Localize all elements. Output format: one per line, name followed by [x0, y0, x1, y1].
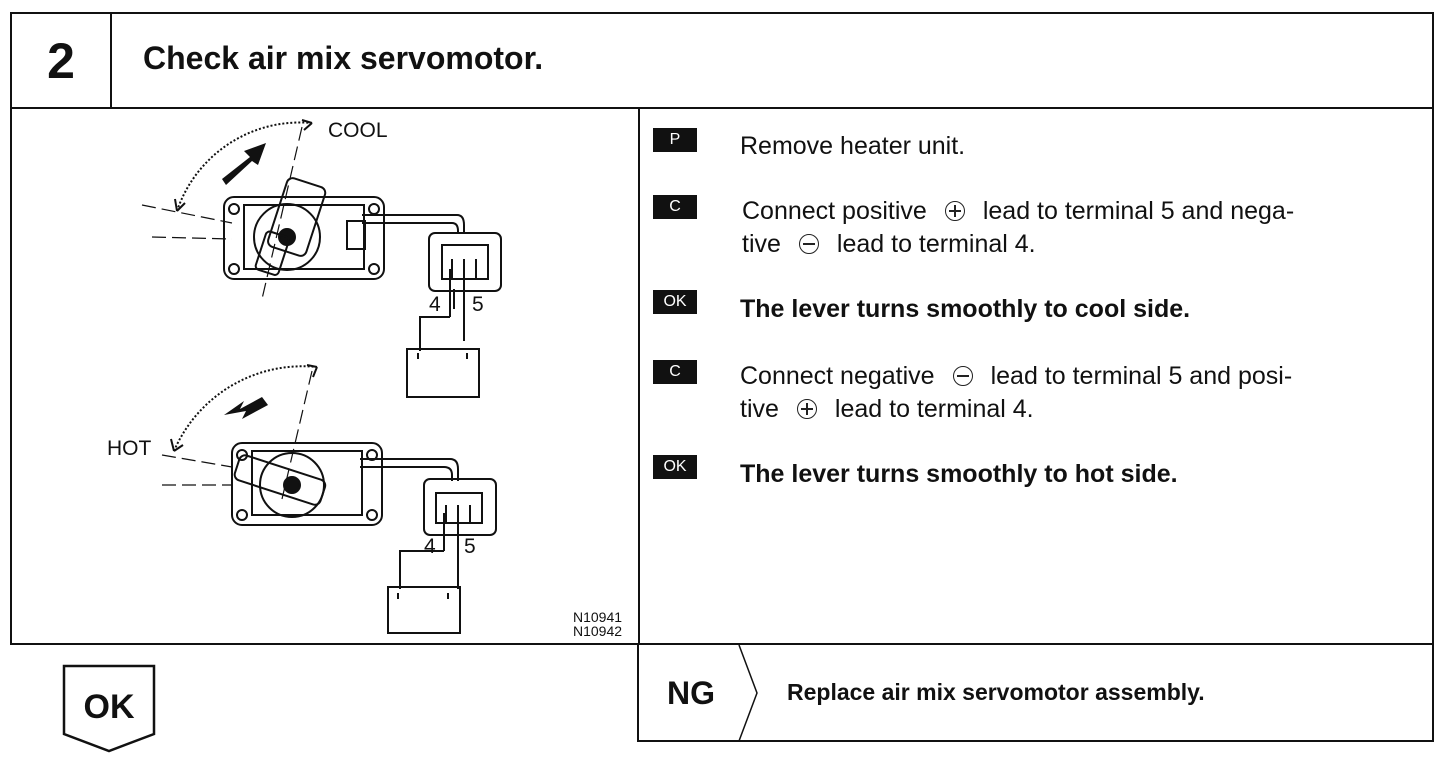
- procedure-panel: COOL HOT 4 5 4 5 N10941 N10942 P Remove …: [10, 107, 1434, 645]
- ng-label: NG: [667, 675, 715, 711]
- terminal-4-label: 4: [424, 535, 436, 558]
- ng-action: Replace air mix servomotor assembly.: [787, 679, 1205, 705]
- badge-p: P: [653, 128, 697, 152]
- terminal-4-label: 4: [429, 293, 441, 316]
- plus-icon: [944, 200, 965, 221]
- badge-c: C: [653, 195, 697, 219]
- step-title: Check air mix servomotor.: [143, 40, 544, 76]
- servomotor-illustration: COOL HOT 4 5 4 5 N10941 N10942: [12, 109, 640, 643]
- label-cool: COOL: [328, 119, 388, 142]
- figure-code: N10942: [573, 623, 623, 639]
- badge-ok: OK: [653, 290, 697, 314]
- figure-code: N10941: [573, 609, 623, 625]
- terminal-5-label: 5: [464, 535, 476, 558]
- minus-icon: [798, 233, 819, 254]
- ok-label: OK: [83, 688, 135, 726]
- ok-result-tab: OK: [62, 664, 158, 759]
- label-hot: HOT: [107, 437, 152, 460]
- step-number: 2: [12, 14, 112, 107]
- ng-result: NG Replace air mix servomotor assembly.: [637, 643, 1434, 742]
- step-header: 2 Check air mix servomotor.: [10, 12, 1434, 109]
- ng-arrow-icon: [738, 645, 758, 741]
- step-text: Remove heater unit.: [740, 132, 966, 160]
- ok-tab-shape: [62, 664, 156, 753]
- servomotor-diagram: [141, 119, 502, 634]
- plus-icon: [796, 398, 817, 419]
- step-text: The lever turns smoothly to cool side.: [740, 295, 1191, 323]
- badge-c: C: [653, 360, 697, 384]
- arrow-cool-icon: [222, 143, 266, 185]
- arrow-hot-icon: [224, 397, 268, 419]
- step-text: The lever turns smoothly to hot side.: [740, 460, 1178, 488]
- minus-icon: [952, 365, 973, 386]
- badge-ok: OK: [653, 455, 697, 479]
- terminal-5-label: 5: [472, 293, 484, 316]
